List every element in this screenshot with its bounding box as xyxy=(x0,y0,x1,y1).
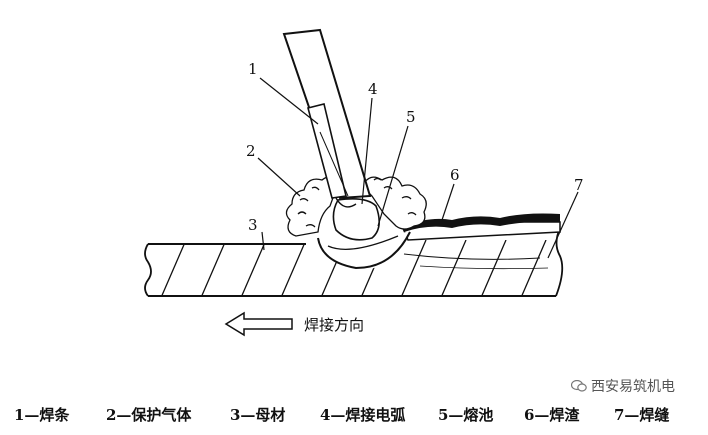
callout-2: 2 xyxy=(246,142,256,160)
wechat-icon xyxy=(571,380,587,392)
legend-item-weld-seam: 7—焊缝 xyxy=(614,406,670,424)
callout-5: 5 xyxy=(406,108,416,126)
legend-item-electrode: 1—焊条 xyxy=(14,406,70,424)
callout-4: 4 xyxy=(368,80,378,98)
direction-label: 焊接方向 xyxy=(304,316,364,334)
leader-lines xyxy=(257,77,579,259)
legend-item-arc: 4—焊接电弧 xyxy=(320,406,406,424)
watermark-text: 西安易筑机电 xyxy=(591,379,675,395)
callout-1: 1 xyxy=(248,60,258,78)
callout-3: 3 xyxy=(248,216,258,234)
welding-diagram: 1 2 3 4 5 6 7 焊接方向 xyxy=(144,28,584,337)
weld-pool xyxy=(317,231,411,270)
shielding-gas xyxy=(285,176,427,237)
callout-7: 7 xyxy=(574,176,584,194)
direction-indicator: 焊接方向 xyxy=(224,311,364,337)
slag-layer xyxy=(404,213,560,232)
welding-arc xyxy=(332,198,380,241)
legend: 1—焊条 2—保护气体 3—母材 4—焊接电弧 5—熔池 6—焊渣 7—焊缝 xyxy=(14,404,704,428)
electrode xyxy=(282,28,372,208)
callout-6: 6 xyxy=(450,166,460,184)
legend-item-weld-pool: 5—熔池 xyxy=(438,406,494,424)
watermark: 西安易筑机电 xyxy=(568,376,678,400)
legend-item-base-metal: 3—母材 xyxy=(230,406,286,424)
legend-item-shielding-gas: 2—保护气体 xyxy=(106,406,192,424)
arrow-left-icon xyxy=(224,311,293,337)
legend-item-slag: 6—焊渣 xyxy=(524,406,580,424)
